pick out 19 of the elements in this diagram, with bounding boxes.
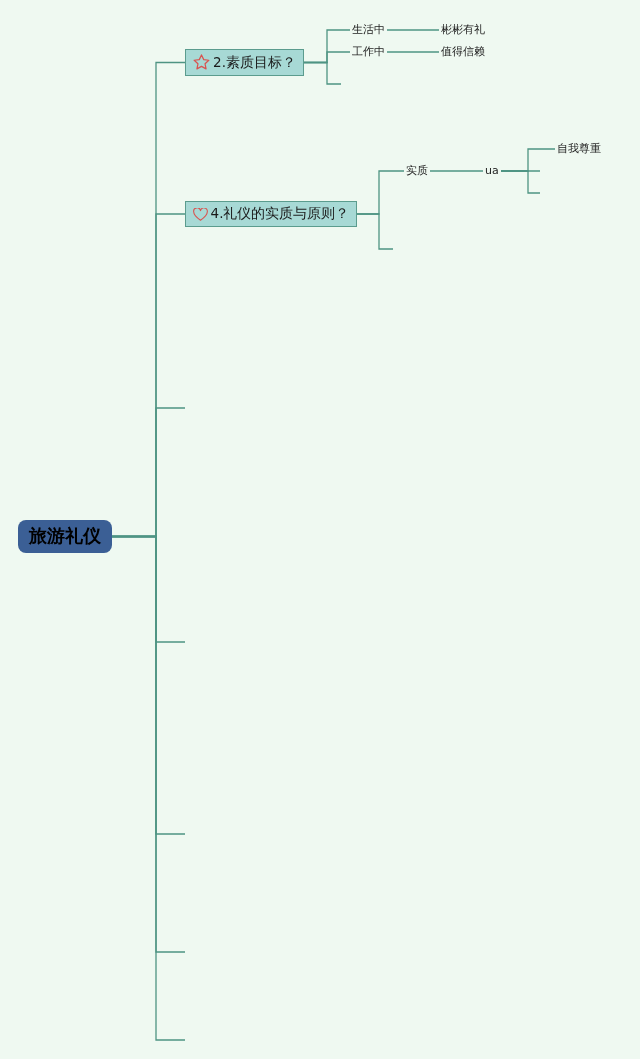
connector-line — [356, 213, 394, 250]
branch-label: ua — [483, 165, 501, 177]
branch-label: 实质 — [404, 165, 430, 177]
topic-box — [185, 201, 357, 227]
topic-box — [185, 49, 304, 76]
connector-line — [111, 535, 186, 1041]
central-topic: 旅游礼仪 — [18, 519, 112, 553]
connector-line — [303, 61, 342, 85]
connector-line — [500, 170, 541, 194]
connector-line — [429, 170, 484, 172]
topic-label: 4.礼仪的实质与原则？ — [210, 205, 350, 223]
connector-line — [386, 51, 440, 53]
branch-label: 彬彬有礼 — [439, 24, 487, 36]
branch-label: 自我尊重 — [555, 143, 603, 155]
topic-label: 2.素质目标？ — [213, 53, 296, 72]
branch-label: 值得信赖 — [439, 46, 487, 58]
branch-label: 生活中 — [350, 24, 387, 36]
connector-line — [386, 29, 440, 31]
branch-label: 工作中 — [350, 46, 387, 58]
